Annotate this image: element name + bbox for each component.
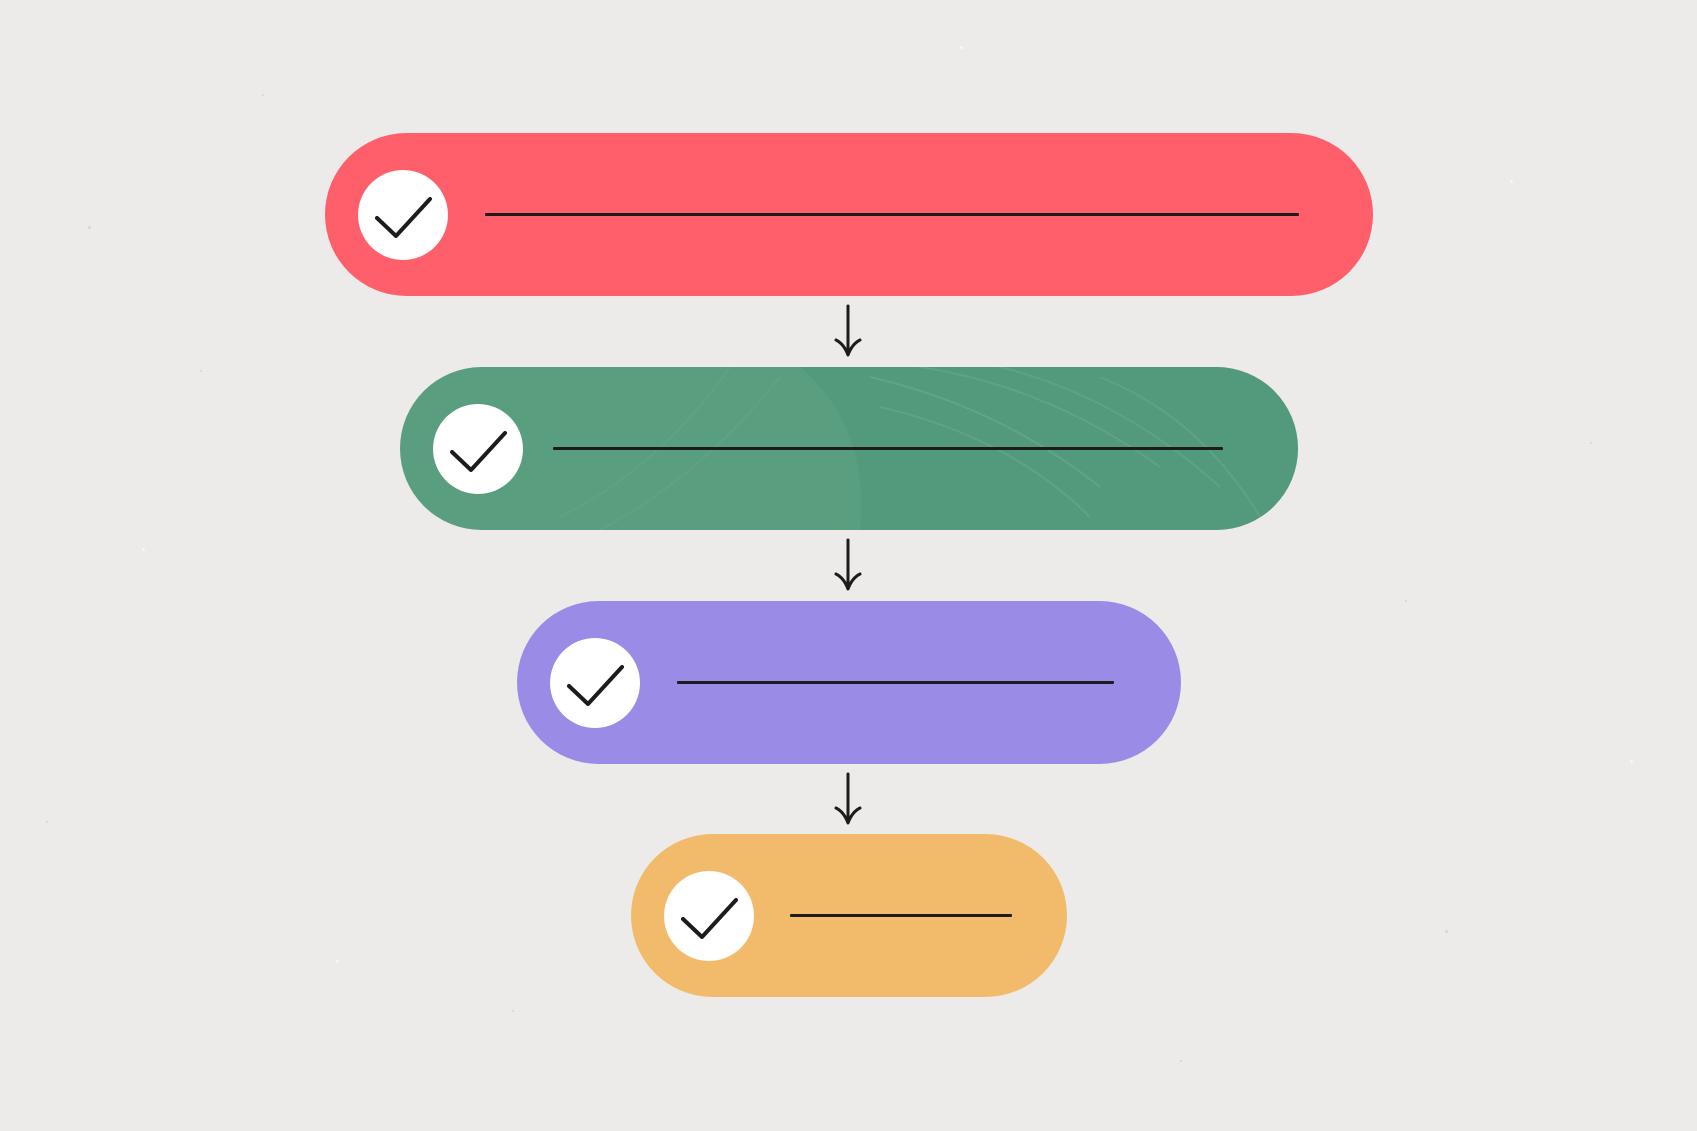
paper-speck	[1445, 930, 1448, 933]
paper-speck	[512, 1010, 514, 1012]
arrow-down-icon	[834, 538, 862, 591]
check-badge	[550, 638, 640, 728]
stage-text-placeholder-line	[553, 447, 1223, 450]
check-badge	[433, 404, 523, 494]
check-badge	[664, 871, 754, 961]
paper-speck	[1630, 760, 1633, 763]
paper-speck	[1510, 180, 1513, 183]
funnel-stage-2	[400, 367, 1298, 530]
paper-speck	[46, 821, 48, 823]
funnel-stage-4	[631, 834, 1067, 997]
paper-speck	[336, 960, 339, 963]
stage-text-placeholder-line	[677, 681, 1114, 684]
paper-speck	[142, 548, 145, 551]
check-badge	[358, 170, 448, 260]
arrow-down-icon	[834, 772, 862, 825]
checkmark-icon	[450, 431, 507, 472]
funnel-stage-3	[517, 601, 1181, 764]
paper-speck	[262, 94, 264, 96]
stage-text-placeholder-line	[790, 914, 1012, 917]
paper-speck	[88, 226, 91, 229]
paper-speck	[960, 46, 963, 49]
paper-speck	[1590, 442, 1592, 444]
checkmark-icon	[567, 665, 624, 706]
paper-speck	[200, 370, 202, 372]
paper-speck	[1405, 600, 1407, 602]
checkmark-icon	[681, 898, 738, 939]
checkmark-icon	[375, 197, 432, 238]
paper-speck	[1180, 1060, 1182, 1062]
arrow-down-icon	[834, 304, 862, 357]
stage-text-placeholder-line	[485, 213, 1299, 216]
funnel-stage-1	[325, 133, 1373, 296]
